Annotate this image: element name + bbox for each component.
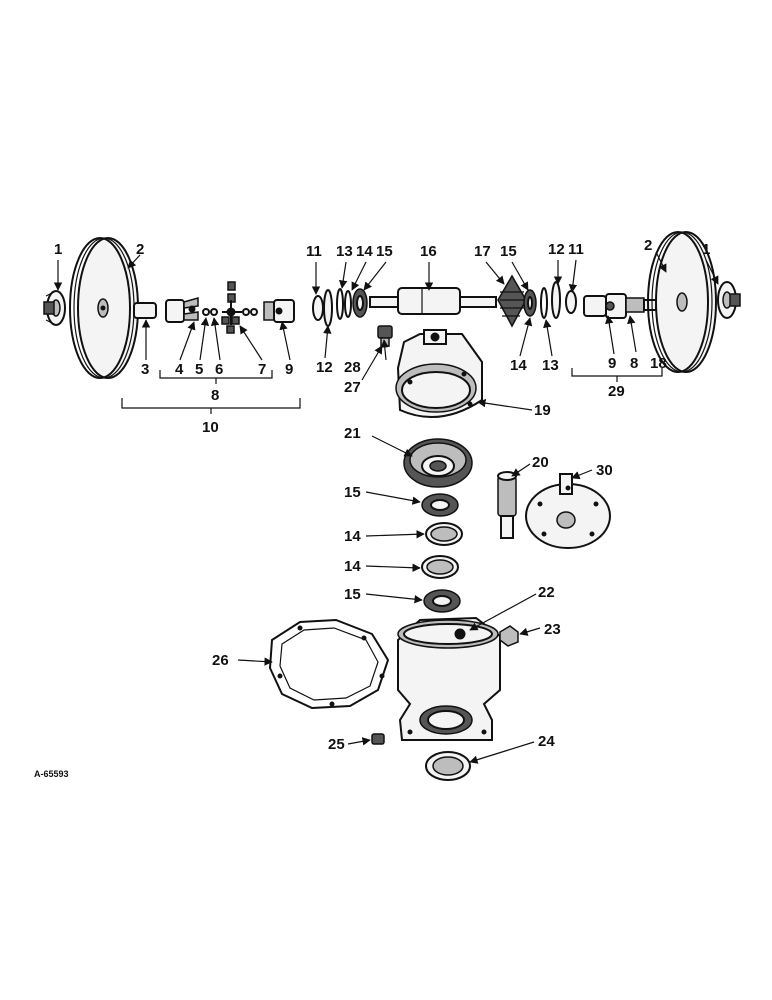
label-28: 28 <box>344 359 361 376</box>
part-pulley-left <box>69 237 139 379</box>
label-3: 3 <box>141 361 149 378</box>
label-4: 4 <box>175 361 184 378</box>
label-16: 16 <box>420 243 437 260</box>
part-pulley-right <box>647 231 717 373</box>
label-10: 10 <box>202 419 219 436</box>
callout-labels: 1 2 11 13 14 15 16 17 15 12 11 2 1 3 4 5… <box>34 237 710 779</box>
label-9: 9 <box>285 361 293 378</box>
label-17: 17 <box>474 243 491 260</box>
part-lower-housing <box>397 616 501 741</box>
label-15: 15 <box>500 243 517 260</box>
label-14: 14 <box>344 528 361 545</box>
part-plug-fitting <box>377 325 393 347</box>
part-washers-right <box>523 281 577 319</box>
part-key <box>133 302 157 319</box>
label-22: 22 <box>538 584 555 601</box>
part-washers-left <box>312 288 368 327</box>
leader-lines <box>53 251 719 764</box>
label-1: 1 <box>54 241 62 258</box>
bracket-29 <box>571 368 663 382</box>
label-11: 11 <box>306 243 322 260</box>
label-14: 14 <box>344 558 361 575</box>
label-9: 9 <box>608 355 616 372</box>
part-cup-upper <box>425 522 463 546</box>
part-seal <box>425 751 471 781</box>
label-23: 23 <box>544 621 561 638</box>
part-hub-left <box>43 290 66 326</box>
label-25: 25 <box>328 736 345 753</box>
label-8: 8 <box>630 355 638 372</box>
part-yoke-coupling <box>263 299 295 323</box>
part-plug <box>499 625 519 647</box>
label-12: 12 <box>548 241 565 258</box>
label-20: 20 <box>532 454 549 471</box>
label-13: 13 <box>542 357 559 374</box>
part-bearing-lower <box>423 589 461 613</box>
label-5: 5 <box>195 361 203 378</box>
label-26: 26 <box>212 652 229 669</box>
part-pins <box>202 308 218 316</box>
label-2: 2 <box>136 241 144 258</box>
part-bearing-upper <box>421 493 459 517</box>
part-upper-housing <box>395 329 483 419</box>
label-15: 15 <box>344 586 361 603</box>
part-cross-bearings <box>221 281 258 334</box>
reference-code: A-65593 <box>34 769 69 779</box>
bracket-8-left <box>159 370 273 384</box>
label-15: 15 <box>376 243 393 260</box>
label-30: 30 <box>596 462 613 479</box>
part-pinion-shaft <box>497 471 517 539</box>
label-19: 19 <box>534 402 551 419</box>
label-14: 14 <box>356 243 373 260</box>
part-cover-plate <box>525 473 611 549</box>
label-27: 27 <box>344 379 361 396</box>
label-21: 21 <box>344 425 361 442</box>
label-18: 18 <box>650 355 667 372</box>
part-fitting <box>371 733 385 745</box>
part-bevel-gear <box>403 438 473 488</box>
label-8: 8 <box>211 387 219 404</box>
label-11: 11 <box>568 241 584 258</box>
label-6: 6 <box>215 361 223 378</box>
part-coupling-right <box>583 293 657 319</box>
label-14: 14 <box>510 357 527 374</box>
bracket-10 <box>121 398 301 414</box>
part-yoke-left <box>165 297 199 323</box>
part-cup-lower <box>421 555 459 579</box>
part-main-shaft <box>369 287 497 315</box>
label-13: 13 <box>336 243 353 260</box>
part-gasket <box>268 618 390 710</box>
label-2: 2 <box>644 237 652 254</box>
part-hub-right <box>717 281 741 319</box>
label-29: 29 <box>608 383 625 400</box>
label-1: 1 <box>702 241 710 258</box>
label-15: 15 <box>344 484 361 501</box>
part-bevel-pinion <box>497 274 527 328</box>
label-7: 7 <box>258 361 266 378</box>
label-12: 12 <box>316 359 333 376</box>
label-24: 24 <box>538 733 555 750</box>
